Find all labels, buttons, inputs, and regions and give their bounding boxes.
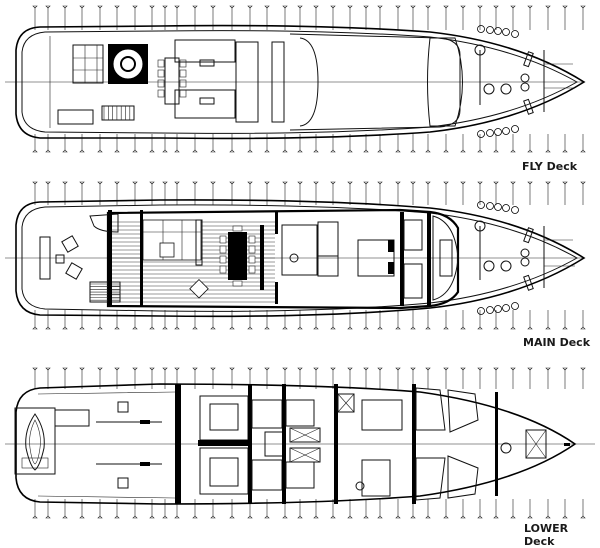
lower-deck-plan xyxy=(5,367,595,519)
main-deck-label: MAIN Deck xyxy=(523,336,591,349)
fly-deck-label: FLY Deck xyxy=(522,160,578,173)
main-deck-plan xyxy=(5,181,586,330)
lower-deck-label: LOWER Deck xyxy=(524,522,569,548)
fly-deck-plan xyxy=(5,5,586,153)
